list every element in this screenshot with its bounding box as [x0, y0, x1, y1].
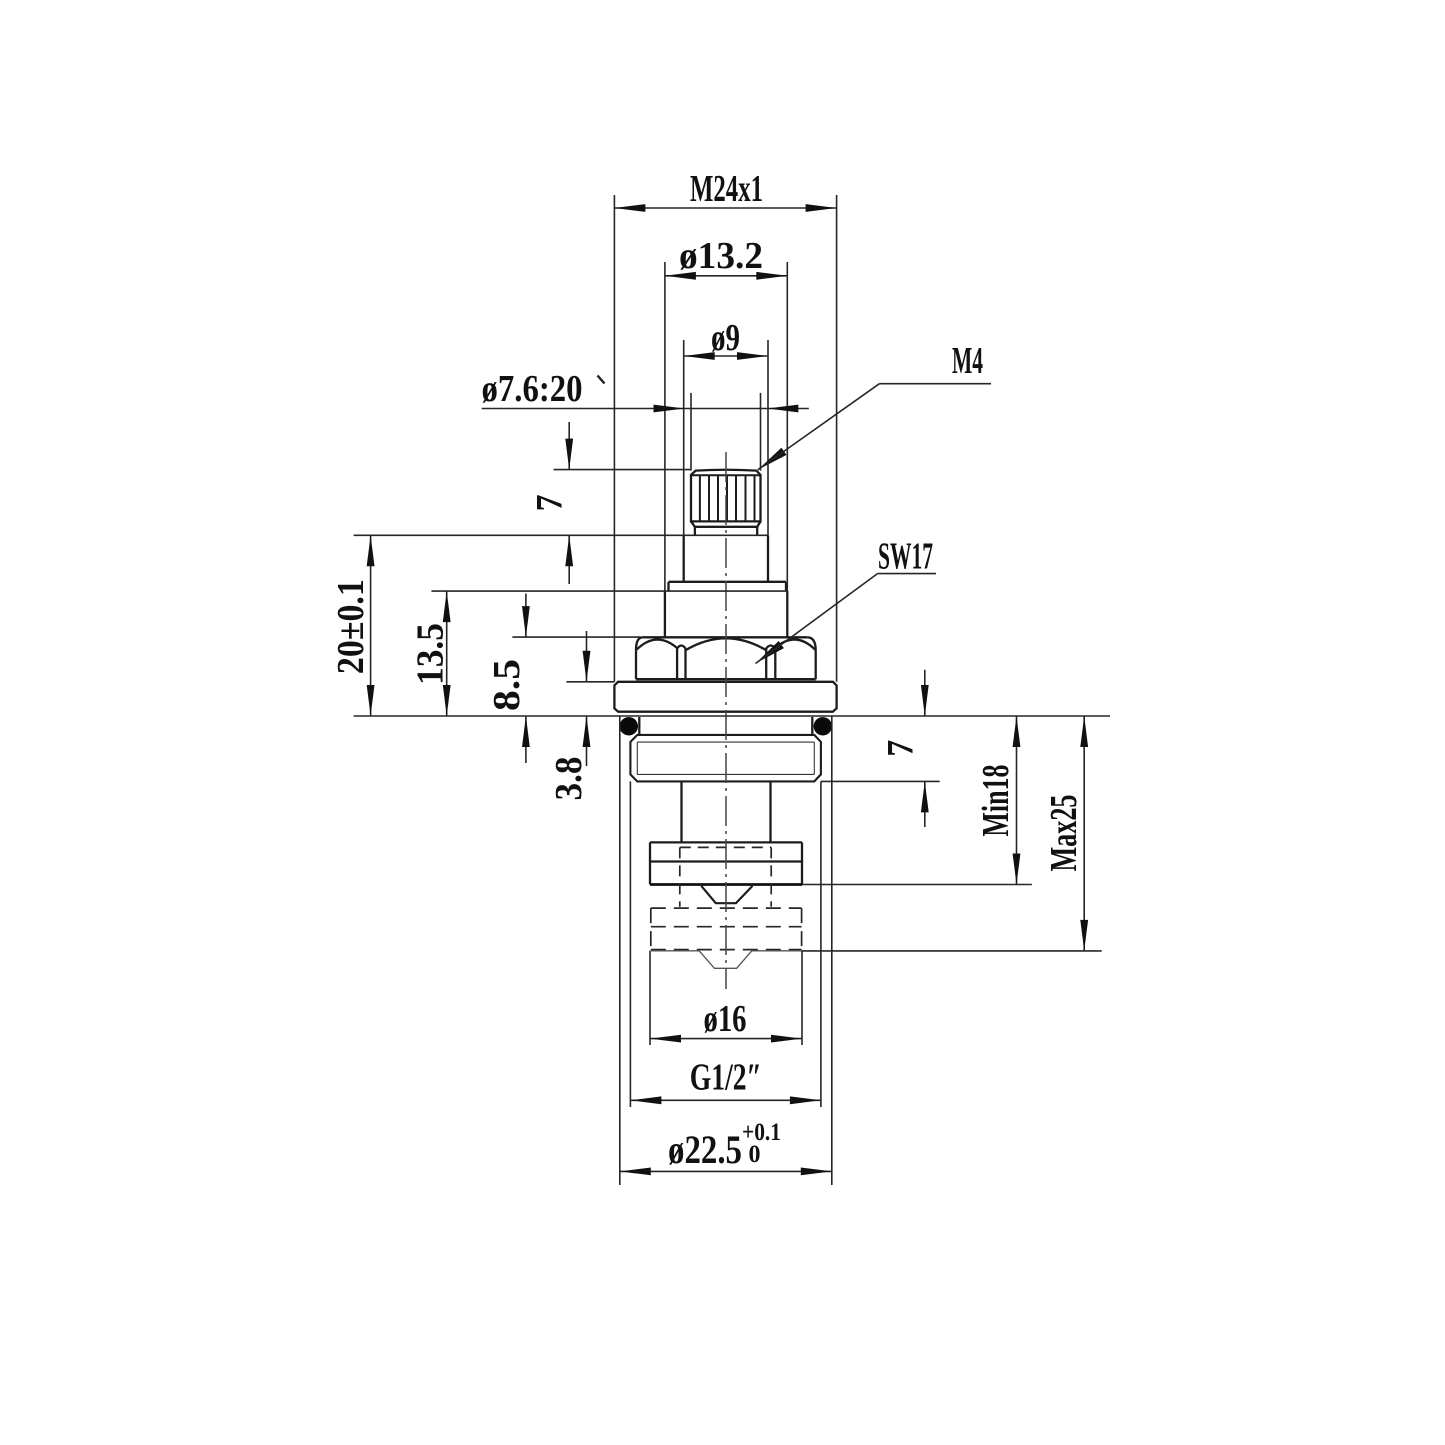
svg-text:0: 0 — [749, 1141, 761, 1168]
svg-text:ø22.5: ø22.5 — [668, 1127, 742, 1172]
svg-text:ø7.6:20: ø7.6:20 — [482, 368, 583, 410]
svg-text:+0.1: +0.1 — [742, 1119, 781, 1146]
svg-text:ø16: ø16 — [704, 998, 747, 1040]
svg-text:Max25: Max25 — [1043, 795, 1085, 872]
svg-text:M24x1: M24x1 — [690, 168, 763, 210]
svg-text:Min18: Min18 — [975, 765, 1017, 837]
svg-text:7: 7 — [881, 740, 922, 757]
svg-text:ø9: ø9 — [711, 317, 740, 359]
svg-text:20±0.1: 20±0.1 — [330, 579, 372, 674]
svg-text:8.5: 8.5 — [486, 659, 528, 711]
svg-text:G1/2″: G1/2″ — [690, 1056, 762, 1098]
svg-text:13.5: 13.5 — [410, 623, 452, 685]
svg-text:M4: M4 — [952, 340, 983, 382]
svg-text:ø13.2: ø13.2 — [679, 235, 763, 277]
svg-text:7: 7 — [529, 494, 570, 511]
svg-text:3.8: 3.8 — [548, 757, 590, 801]
svg-text:SW17: SW17 — [878, 535, 933, 577]
